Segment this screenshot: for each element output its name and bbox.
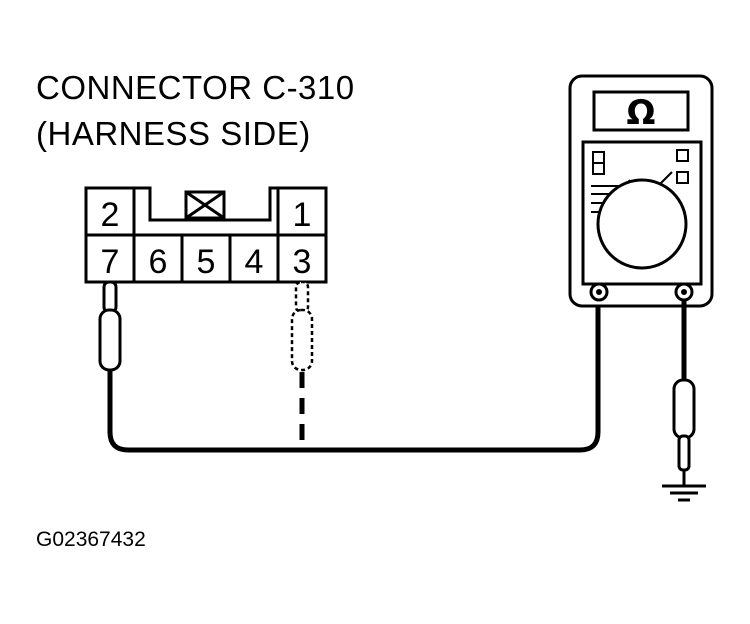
pin-6-label: 6 <box>149 243 168 281</box>
ohmmeter-icon <box>568 74 714 308</box>
pin-5-label: 5 <box>197 243 216 281</box>
probe-pin3-alternate <box>290 280 314 372</box>
connector-housing <box>84 186 328 284</box>
probe-icon <box>98 280 122 372</box>
pin-4-label: 4 <box>245 243 264 281</box>
pin-7-label: 7 <box>101 243 120 281</box>
connector-subtitle: (HARNESS SIDE) <box>36 115 311 152</box>
ground-probe-icon <box>672 378 696 472</box>
lock-tab-icon <box>184 190 226 220</box>
pin-1-label: 1 <box>293 196 312 234</box>
connector-c310 <box>84 186 328 284</box>
pin-2-label: 2 <box>101 196 120 234</box>
pin-3-label: 3 <box>293 243 312 281</box>
meter-lead-wire <box>107 298 601 453</box>
ohm-symbol: Ω <box>627 93 656 133</box>
figure-id: G02367432 <box>36 528 146 551</box>
ground-symbol-icon <box>662 470 706 502</box>
connector-title: CONNECTOR C-310 <box>36 69 355 106</box>
